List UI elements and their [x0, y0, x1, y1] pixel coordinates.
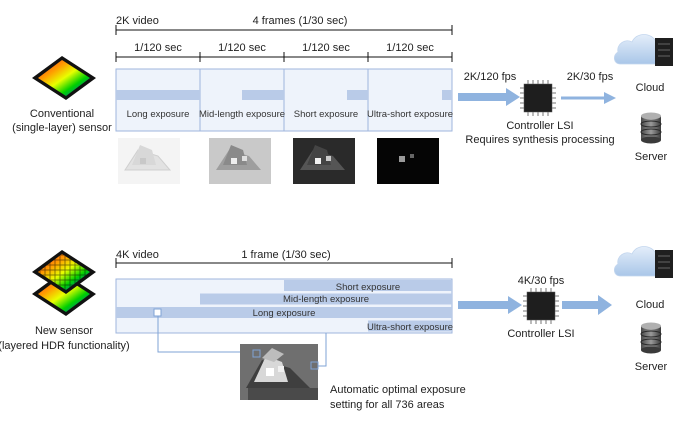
segment-time-3: 1/120 sec [302, 42, 350, 54]
top-output-rate: 2K/30 fps [567, 71, 614, 83]
house-ultra-short-exposure-image [377, 138, 439, 184]
auto-exposure-note-1: Automatic optimal exposure [330, 384, 466, 396]
top-controller-label: Controller LSI [506, 120, 573, 132]
cloud-icon-top [614, 34, 673, 66]
top-input-arrow [458, 88, 520, 106]
house-short-exposure-image [293, 138, 355, 184]
conventional-section: 2K video 4 frames (1/30 sec) 1/120 sec 1… [12, 15, 673, 184]
ultra-short-exposure-bar [442, 90, 452, 100]
bottom-rate: 4K/30 fps [518, 275, 565, 287]
bottom-exposure-panel: Short exposure Mid-length exposure Long … [115, 278, 453, 334]
house-long-exposure-image [118, 138, 180, 184]
segment-time-1: 1/120 sec [134, 42, 182, 54]
area-connector-lines [153, 308, 327, 367]
segment-time-2: 1/120 sec [218, 42, 266, 54]
bar-label-ultra: Ultra-short exposure [367, 322, 453, 333]
bar-label-short: Short exposure [336, 282, 400, 293]
exposure-label-mid: Mid-length exposure [199, 109, 285, 120]
segment-time-4: 1/120 sec [386, 42, 434, 54]
controller-chip-icon-top [520, 80, 556, 116]
exposure-label-ultra: Ultra-short exposure [367, 109, 453, 120]
conventional-sensor-label-2: (single-layer) sensor [12, 122, 112, 134]
bottom-video-label: 4K video [116, 249, 159, 261]
cloud-icon-bottom [614, 246, 673, 278]
top-cloud-label: Cloud [636, 82, 665, 94]
new-sensor-label-1: New sensor [35, 325, 93, 337]
hdr-house-image [240, 344, 319, 400]
ultra-short-exposure-bar [368, 320, 452, 332]
conventional-sensor-icon [32, 56, 96, 100]
bottom-cloud-label: Cloud [636, 299, 665, 311]
bottom-input-arrow [458, 296, 522, 314]
mid-exposure-bar [200, 293, 452, 305]
bottom-frames-label: 1 frame (1/30 sec) [241, 249, 330, 261]
top-output-arrowhead [604, 92, 616, 104]
auto-exposure-note-2: setting for all 736 areas [330, 399, 445, 411]
server-icon-bottom [640, 322, 662, 354]
top-controller-note: Requires synthesis processing [465, 134, 614, 146]
top-frames-label: 4 frames (1/30 sec) [253, 15, 348, 27]
exposure-label-long: Long exposure [127, 109, 190, 120]
top-segment-ruler: 1/120 sec 1/120 sec 1/120 sec 1/120 sec [115, 42, 453, 62]
controller-chip-icon-bottom [523, 288, 559, 324]
top-exposure-panels: Long exposure Mid-length exposure Short … [115, 68, 453, 132]
conventional-sensor-label-1: Conventional [30, 108, 94, 120]
bottom-output-arrow [562, 295, 612, 315]
exposure-label-short: Short exposure [294, 109, 358, 120]
short-exposure-bar [347, 90, 368, 100]
new-sensor-icon [32, 250, 96, 316]
top-timeline: 2K video 4 frames (1/30 sec) [115, 15, 453, 35]
new-sensor-label-2: (layered HDR functionality) [0, 340, 130, 352]
top-video-label: 2K video [116, 15, 159, 27]
bottom-server-label: Server [635, 361, 668, 373]
long-exposure-bar [116, 90, 200, 100]
top-server-label: Server [635, 151, 668, 163]
bar-label-long: Long exposure [253, 308, 316, 319]
house-mid-exposure-image [209, 138, 271, 184]
server-icon-top [640, 112, 662, 144]
mid-exposure-bar [242, 90, 284, 100]
long-exposure-bar [116, 307, 452, 318]
new-sensor-section: 4K video 1 frame (1/30 sec) Short exposu… [0, 246, 673, 411]
top-input-rate: 2K/120 fps [464, 71, 517, 83]
bar-label-mid: Mid-length exposure [283, 294, 369, 305]
top-exposure-thumbnails [118, 138, 439, 184]
bottom-timeline: 4K video 1 frame (1/30 sec) [115, 249, 453, 268]
short-exposure-bar [284, 280, 452, 291]
bottom-controller-label: Controller LSI [507, 328, 574, 340]
